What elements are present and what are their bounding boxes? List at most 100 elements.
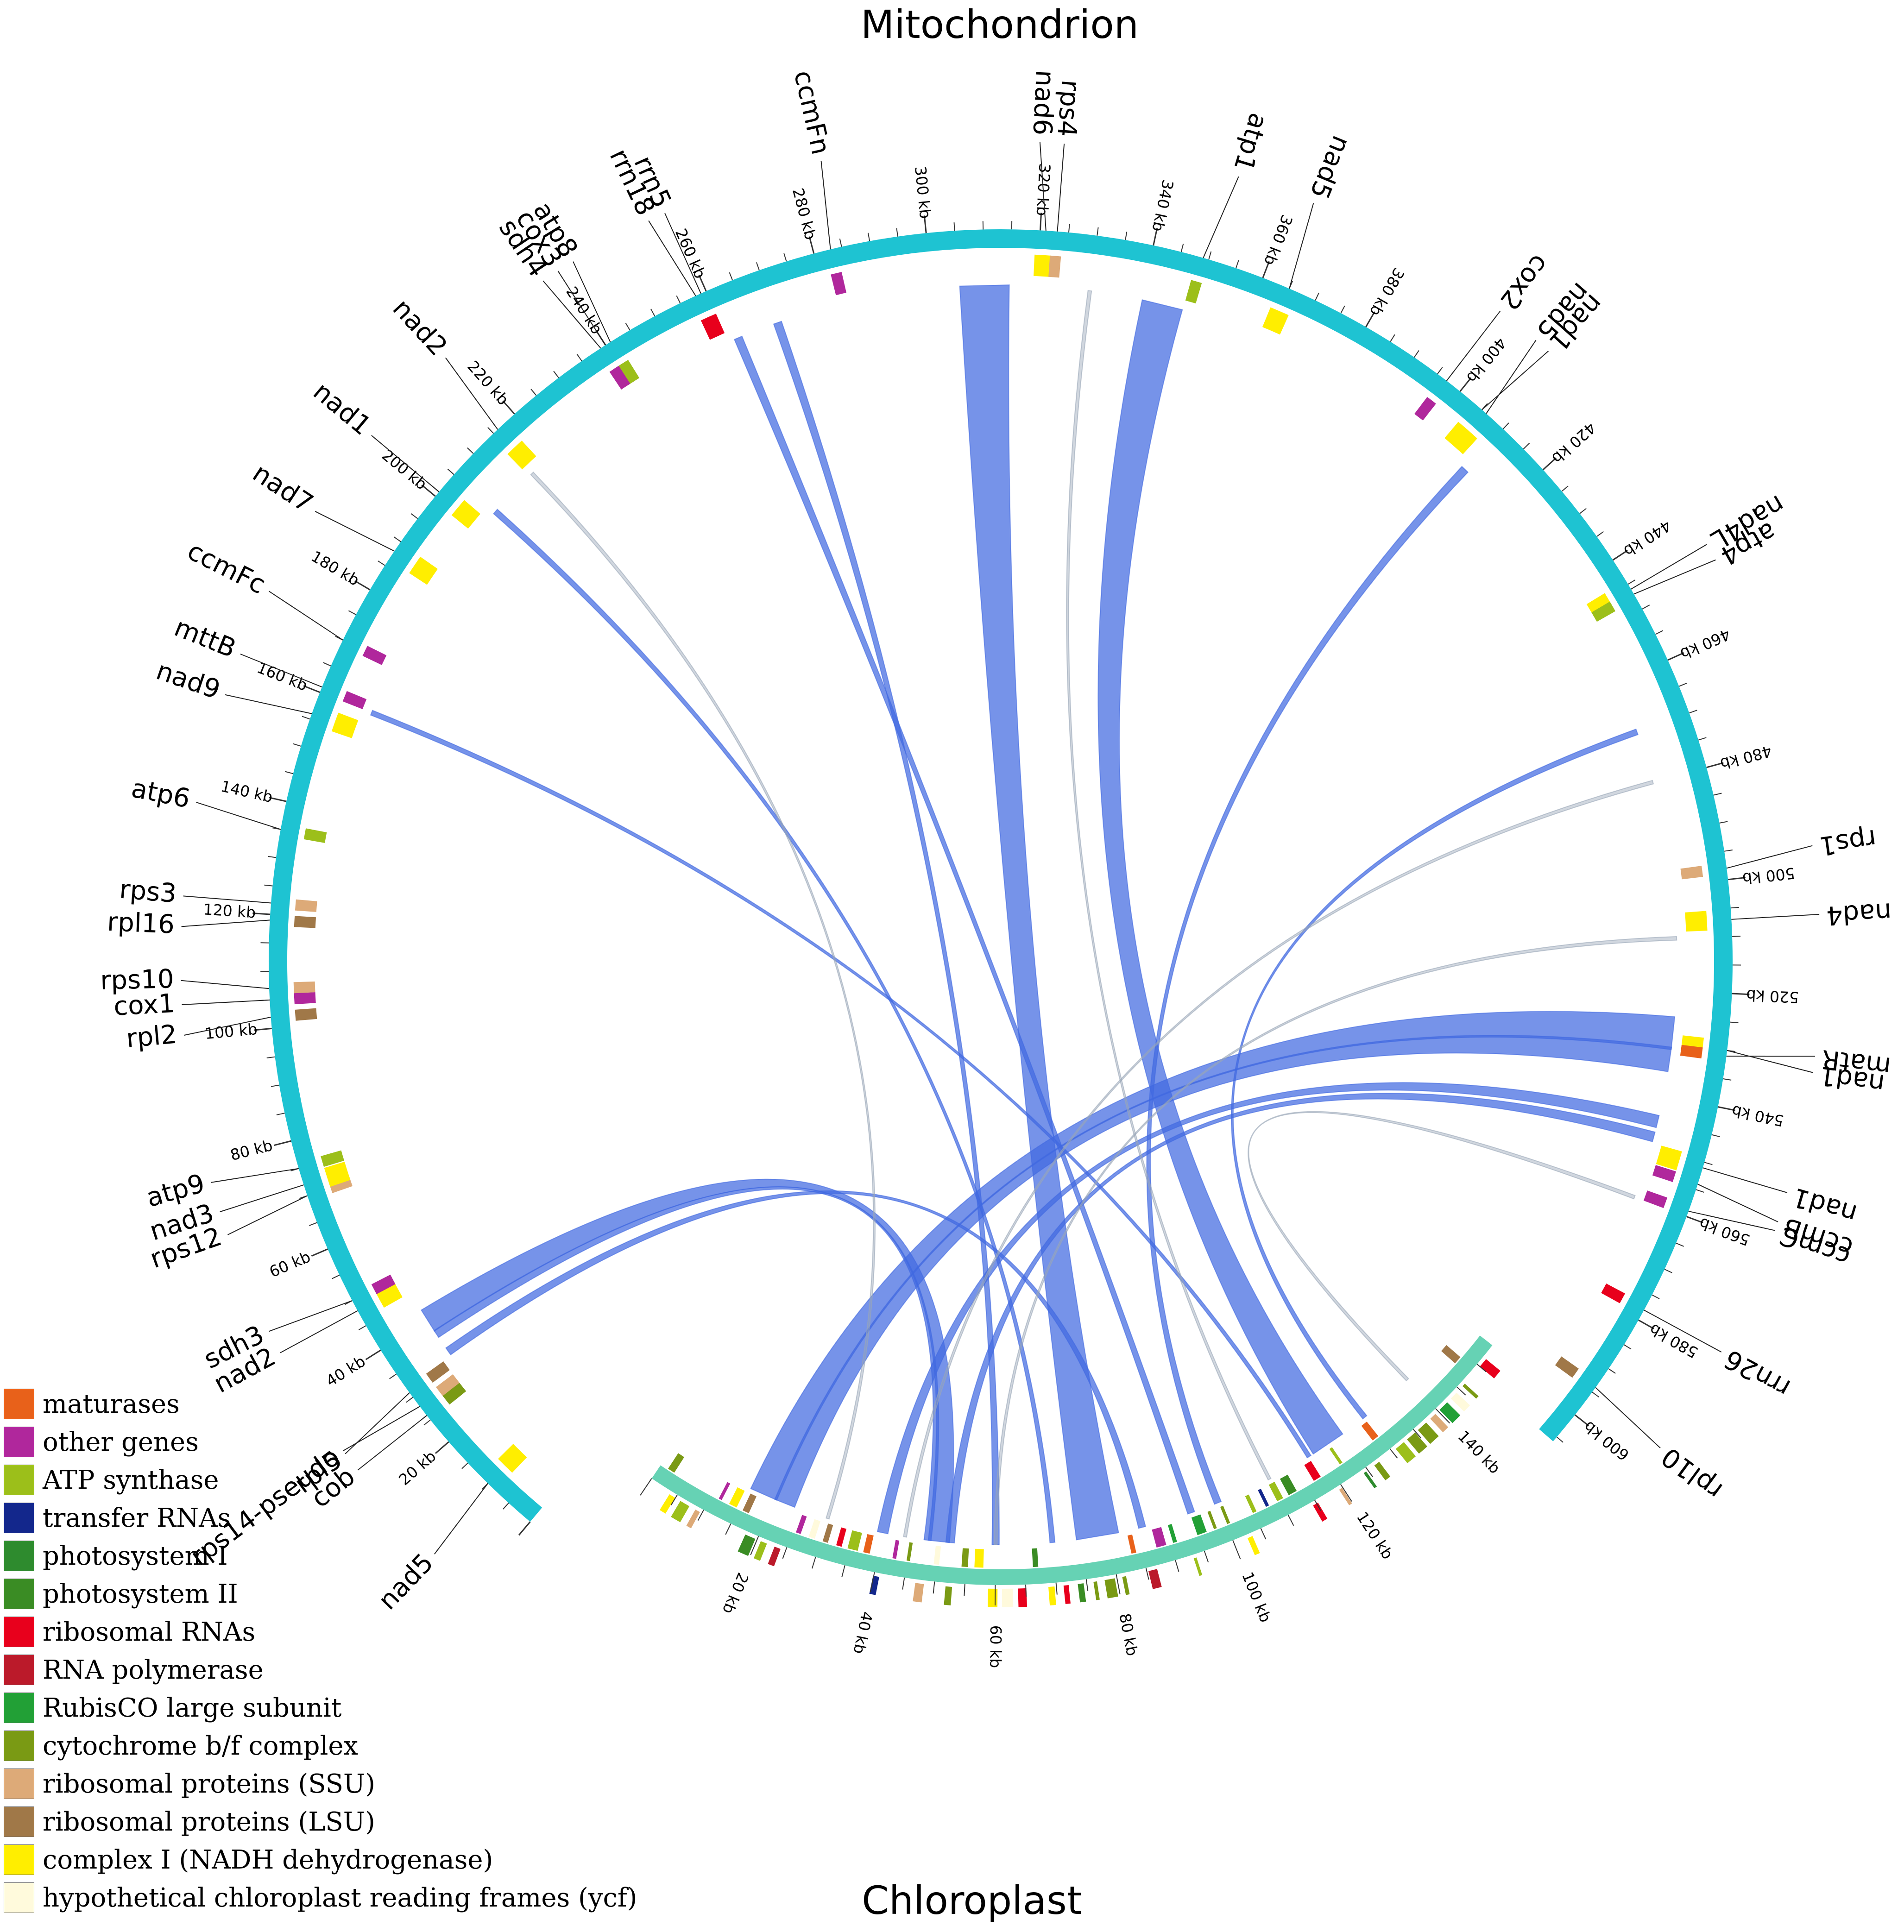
- mito-tick: [502, 400, 515, 415]
- synteny-link: [876, 1082, 1660, 1535]
- mito-tick: [1612, 549, 1628, 561]
- gene-leader-line: [557, 271, 606, 346]
- cp-tick: [933, 1581, 935, 1594]
- synteny-link: [530, 472, 876, 1520]
- mito-tick: [1097, 227, 1099, 236]
- gene-leader-line: [196, 802, 281, 830]
- mito-tick-label: 480 kb: [1718, 742, 1774, 774]
- cp-gene-block: [1078, 1583, 1086, 1603]
- gene-label: nad5: [1304, 132, 1356, 203]
- mito-tick: [1664, 1269, 1672, 1273]
- mito-tick: [756, 262, 760, 271]
- cp-gene-block: [1207, 1510, 1217, 1529]
- mitochondrion-ring: [269, 229, 1733, 1522]
- gene-leader-line: [1727, 1050, 1813, 1073]
- mito-tick-label: 380 kb: [1366, 265, 1408, 320]
- mito-tick-label: 360 kb: [1261, 212, 1296, 268]
- cp-gene-block: [1220, 1505, 1230, 1524]
- mito-tick: [276, 1113, 285, 1115]
- cp-tick: [1476, 1364, 1487, 1372]
- gene-label: rpl16: [107, 907, 175, 940]
- cp-gene-block: [1127, 1534, 1136, 1554]
- cp-gene-block: [961, 1548, 969, 1567]
- gene-leader-line: [1644, 1309, 1722, 1353]
- cp-gene-block: [836, 1527, 847, 1547]
- cp-gene-block: [1430, 1414, 1449, 1433]
- mito-gene-block: [1680, 1045, 1703, 1059]
- gene-leader-line: [181, 919, 270, 927]
- mito-tick: [576, 353, 582, 361]
- synteny-link: [445, 1190, 1147, 1529]
- mito-tick: [447, 468, 454, 475]
- cp-tick-label: 60 kb: [986, 1625, 1005, 1668]
- mito-gene-block: [435, 1374, 460, 1396]
- mito-tick: [264, 884, 273, 887]
- gene-leader-line: [269, 1300, 353, 1332]
- mito-tick-label: 220 kb: [464, 357, 512, 409]
- mito-tick: [274, 1140, 291, 1146]
- cp-gene-block: [1418, 1422, 1439, 1444]
- mito-gene-block: [342, 691, 367, 710]
- mito-tick: [435, 1441, 449, 1454]
- mito-tick: [1523, 442, 1530, 449]
- cp-tick: [1365, 1466, 1374, 1478]
- mito-tick: [953, 222, 955, 231]
- legend-label: photosystem I: [43, 1541, 228, 1571]
- legend-swatch: [4, 1465, 34, 1495]
- mito-tick: [354, 580, 371, 591]
- mitochondrion-title: Mitochondrion: [861, 2, 1139, 47]
- mito-tick-label: 120 kb: [203, 900, 257, 921]
- cp-tick: [1314, 1500, 1321, 1511]
- gene-leader-line: [227, 1195, 308, 1235]
- mito-tick: [1208, 251, 1212, 260]
- mito-gene-block: [706, 314, 725, 338]
- mito-tick: [923, 215, 927, 233]
- mito-tick: [1638, 1319, 1654, 1329]
- mito-gene-block: [1448, 425, 1477, 454]
- mito-tick-label: 80 kb: [228, 1136, 274, 1164]
- gene-leader-line: [664, 213, 701, 294]
- cp-gene-block: [1191, 1514, 1207, 1536]
- gene-leader-line: [1688, 1210, 1775, 1231]
- synteny-link: [903, 780, 1654, 1538]
- mito-tick: [808, 236, 815, 254]
- cp-gene-block: [768, 1547, 781, 1567]
- gene-label: nad2: [387, 293, 453, 362]
- mito-tick-label: 520 kb: [1746, 986, 1799, 1007]
- mito-gene-block: [295, 899, 317, 912]
- legend-label: RubisCO large subunit: [43, 1693, 342, 1723]
- legend-label: photosystem II: [43, 1579, 238, 1609]
- gene-leader-line: [1697, 1183, 1778, 1222]
- cp-tick: [640, 1478, 652, 1496]
- mito-tick: [254, 1027, 272, 1031]
- mito-tick: [1068, 224, 1070, 233]
- mito-tick: [1608, 1368, 1616, 1374]
- mito-gene-block: [1643, 1190, 1668, 1208]
- mito-tick: [1730, 1021, 1739, 1024]
- legend-swatch: [4, 1693, 34, 1723]
- gene-leader-line: [345, 1392, 410, 1454]
- gene-label: rps10: [100, 964, 175, 996]
- mito-gene-block: [371, 1274, 396, 1295]
- gene-label: nad4: [1825, 897, 1892, 931]
- mito-tick: [303, 685, 321, 693]
- mito-tick: [729, 272, 733, 281]
- gene-label: nad1: [307, 376, 377, 441]
- cp-tick: [1145, 1567, 1149, 1580]
- mito-tick: [783, 253, 787, 262]
- mito-tick: [1655, 630, 1664, 635]
- mito-gene-block: [1591, 601, 1616, 622]
- synteny-link: [433, 1186, 939, 1542]
- gene-leader-line: [1731, 913, 1820, 920]
- mito-tick: [503, 1503, 509, 1510]
- cp-gene-block: [1374, 1461, 1391, 1480]
- cp-gene-block: [1245, 1494, 1257, 1513]
- mito-tick: [676, 295, 681, 303]
- gene-leader-line: [181, 980, 270, 989]
- cp-gene-block: [974, 1548, 984, 1568]
- mito-tick: [1698, 737, 1707, 741]
- gene-leader-line: [1726, 845, 1813, 869]
- gene-leader-line: [1702, 1167, 1788, 1193]
- synteny-link: [945, 1093, 1656, 1544]
- gene-leader-line: [357, 1415, 427, 1471]
